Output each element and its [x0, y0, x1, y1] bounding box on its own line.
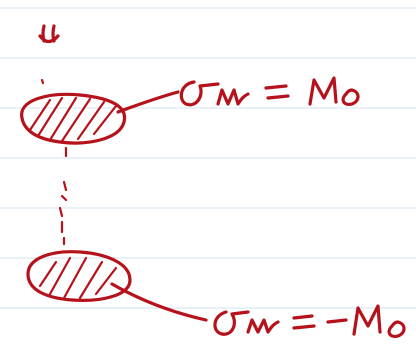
upper-leader-line — [116, 90, 180, 114]
lower-disc-outline — [26, 250, 132, 302]
lower-disc-hatching — [38, 256, 118, 300]
dotted-connector — [58, 146, 68, 246]
lower-leader-line — [110, 282, 208, 322]
upper-disc-hatching — [28, 96, 118, 143]
upper-disc — [20, 92, 127, 145]
down-arrow-icon — [38, 24, 60, 44]
lower-disc — [26, 250, 132, 302]
lower-label — [213, 304, 406, 338]
ruled-lines — [0, 7, 416, 309]
upper-label — [179, 76, 360, 107]
upper-disc-outline — [20, 92, 127, 145]
ink-tick — [40, 78, 45, 85]
